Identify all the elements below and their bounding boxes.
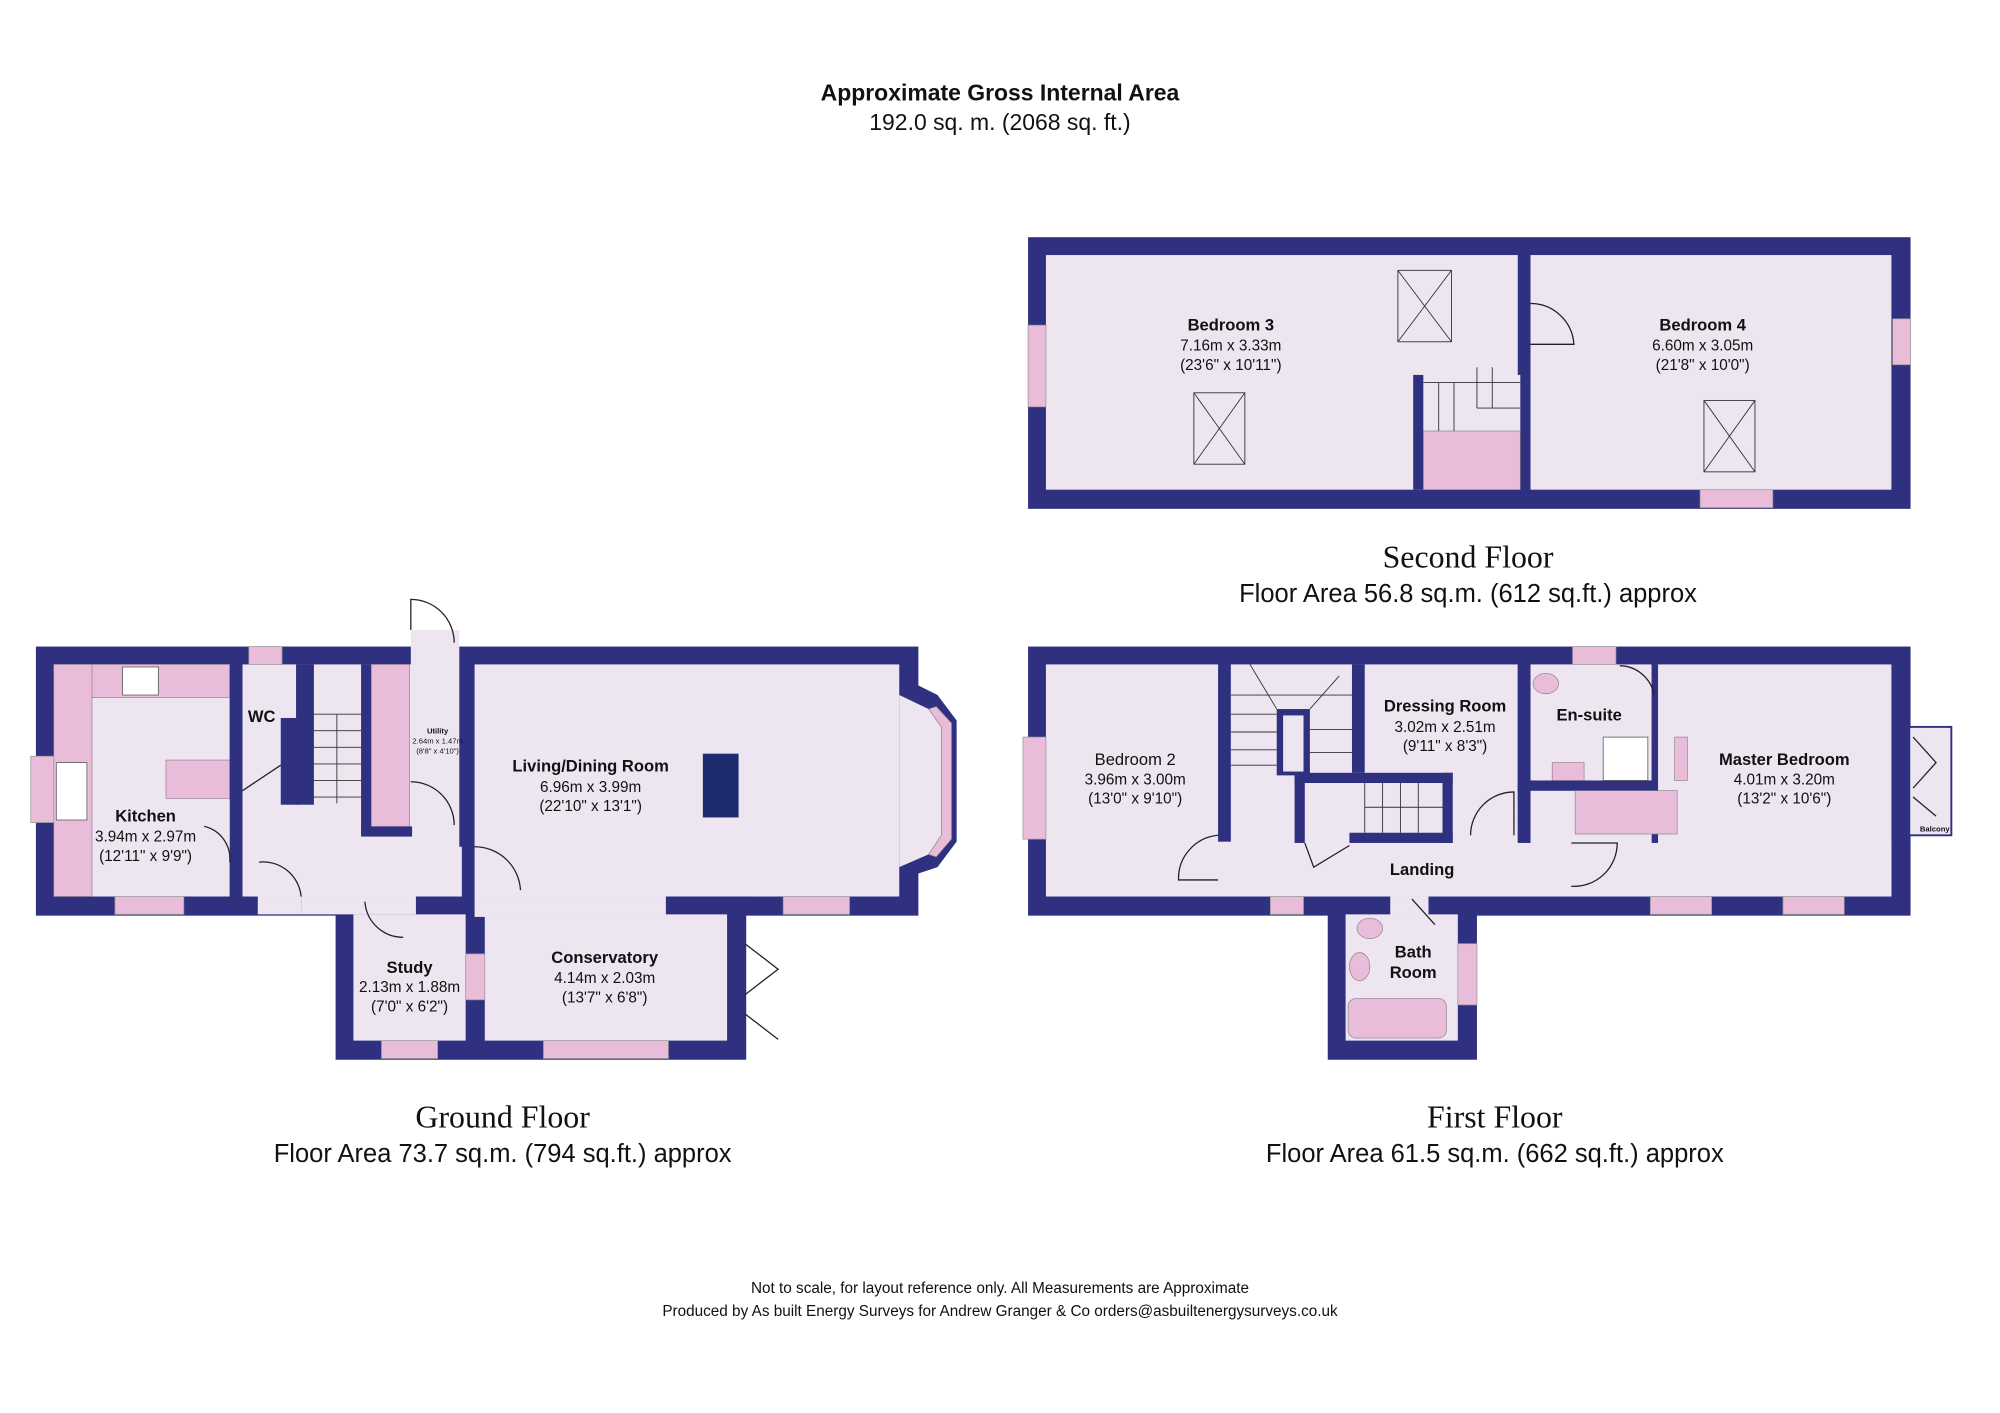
sink-icon: [55, 762, 88, 821]
basin-icon: [1551, 762, 1585, 781]
kitchen-imperial: (12'11" x 9'9"): [99, 848, 192, 865]
bedroom-4: [1530, 255, 1892, 490]
wc-label: WC: [248, 707, 276, 726]
second-floor-area: Floor Area 56.8 sq.m. (612 sq.ft.) appro…: [1239, 580, 1697, 608]
bedroom-3-imperial: (23'6" x 10'11"): [1180, 357, 1281, 374]
master-bedroom-label: Master Bedroom: [1719, 750, 1850, 769]
bedroom-3-label: Bedroom 3: [1188, 315, 1275, 334]
landing-label: Landing: [1390, 860, 1454, 879]
conservatory-label: Conservatory: [551, 948, 659, 967]
living-dining-metric: 6.96m x 3.99m: [540, 779, 641, 796]
bedroom-2-imperial: (13'0" x 9'10"): [1088, 790, 1182, 807]
balcony-label: Balcony: [1920, 824, 1950, 833]
table-icon: [702, 753, 739, 818]
study-label: Study: [387, 958, 434, 977]
first-floor-plan: Bedroom 2 3.96m x 3.00m (13'0" x 9'10") …: [1022, 646, 1953, 1168]
bathroom-label-1: Bath: [1395, 943, 1432, 962]
living-dining-room: [474, 664, 900, 897]
first-floor-area: Floor Area 61.5 sq.m. (662 sq.ft.) appro…: [1266, 1140, 1724, 1168]
balcony: [1908, 725, 1953, 837]
utility-metric: 2.64m x 1.47m: [412, 736, 463, 745]
master-bedroom-imperial: (13'2" x 10'6"): [1737, 790, 1831, 807]
ground-floor-plan: Kitchen 3.94m x 2.97m (12'11" x 9'9") WC…: [30, 598, 957, 1168]
bedroom-4-label: Bedroom 4: [1659, 315, 1746, 334]
bedroom-2-label: Bedroom 2: [1095, 750, 1176, 769]
utility-imperial: (8'8" x 4'10"): [416, 747, 459, 756]
first-floor-title: First Floor: [1427, 1099, 1563, 1134]
bedroom-4-metric: 6.60m x 3.05m: [1652, 338, 1753, 355]
conservatory: [484, 914, 728, 1041]
living-dining-label: Living/Dining Room: [512, 757, 668, 776]
dressing-room-label: Dressing Room: [1384, 697, 1506, 716]
plan-title: Approximate Gross Internal Area: [821, 80, 1180, 106]
bath-icon: [1347, 998, 1447, 1039]
shower-icon: [1602, 736, 1649, 781]
second-floor-title: Second Floor: [1383, 539, 1554, 574]
utility-label: Utility: [427, 726, 449, 735]
living-dining-imperial: (22'10" x 13'1"): [539, 798, 642, 815]
ground-floor-title: Ground Floor: [415, 1099, 590, 1134]
dressing-room-imperial: (9'11" x 8'3"): [1403, 738, 1487, 755]
footer-credit: Produced by As built Energy Surveys for …: [662, 1303, 1338, 1320]
kitchen-label: Kitchen: [115, 806, 176, 825]
bedroom-4-imperial: (21'8" x 10'0"): [1656, 357, 1750, 374]
footer-disclaimer: Not to scale, for layout reference only.…: [751, 1280, 1249, 1297]
dressing-room-metric: 3.02m x 2.51m: [1394, 719, 1495, 736]
en-suite-label: En-suite: [1557, 706, 1622, 725]
bathroom-label-2: Room: [1390, 963, 1437, 982]
master-bedroom-metric: 4.01m x 3.20m: [1734, 771, 1835, 788]
skylight-icon: [1193, 269, 1756, 473]
conservatory-metric: 4.14m x 2.03m: [554, 970, 655, 987]
second-floor-plan: Bedroom 3 7.16m x 3.33m (23'6" x 10'11")…: [1027, 237, 1911, 608]
bedroom-3-metric: 7.16m x 3.33m: [1180, 338, 1281, 355]
study-imperial: (7'0" x 6'2"): [371, 998, 448, 1015]
conservatory-imperial: (13'7" x 6'8"): [562, 989, 648, 1006]
kitchen-metric: 3.94m x 2.97m: [95, 829, 196, 846]
bedroom-2-metric: 3.96m x 3.00m: [1085, 771, 1186, 788]
hob-icon: [122, 666, 159, 696]
study: [353, 914, 466, 1041]
study-metric: 2.13m x 1.88m: [359, 979, 460, 996]
total-area: 192.0 sq. m. (2068 sq. ft.): [869, 109, 1130, 135]
toilet-icon: [1532, 673, 1559, 695]
ground-floor-area: Floor Area 73.7 sq.m. (794 sq.ft.) appro…: [274, 1140, 732, 1168]
